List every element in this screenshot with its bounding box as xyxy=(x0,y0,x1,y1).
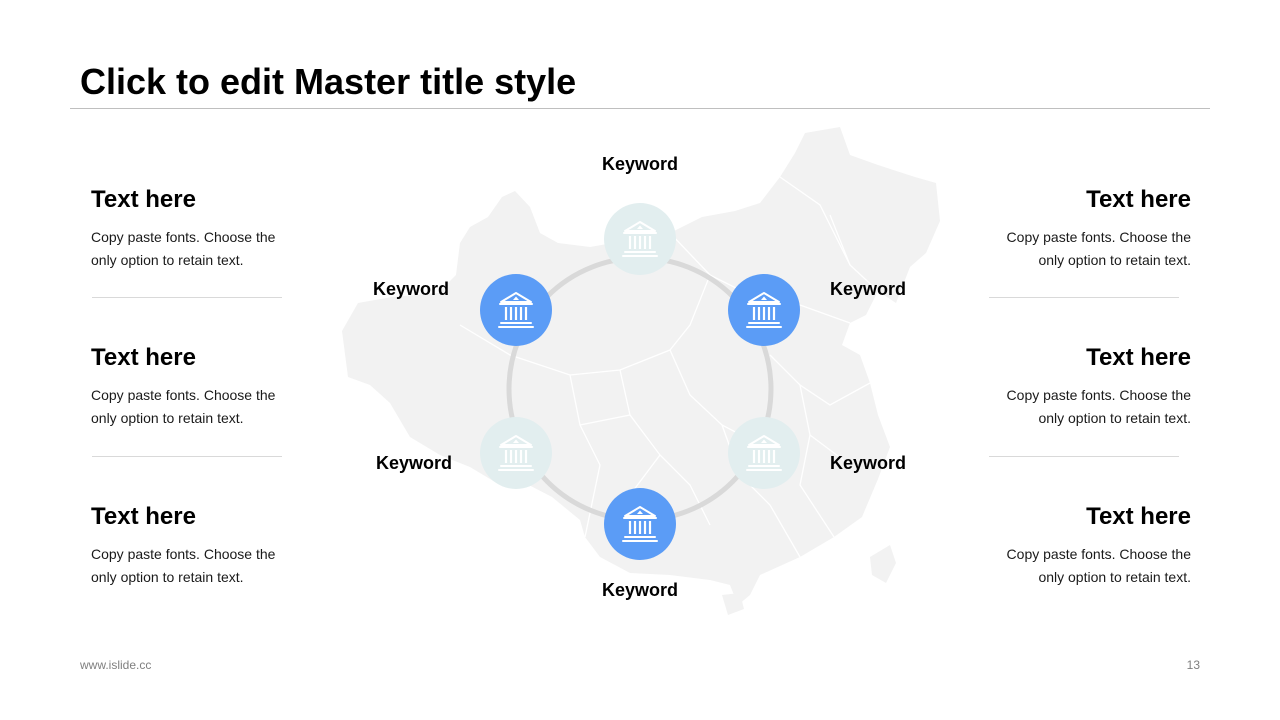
right-block-3-heading: Text here xyxy=(1086,503,1191,530)
left-text-block-2: Text here Copy paste fonts. Choose the o… xyxy=(91,343,291,430)
left-divider-1 xyxy=(92,297,282,298)
page-number: 13 xyxy=(1186,658,1200,672)
left-block-2-body: Copy paste fonts. Choose the only option… xyxy=(91,387,276,426)
keyword-label-lower-left: Keyword xyxy=(375,453,453,473)
node-upper-left[interactable] xyxy=(480,274,552,346)
left-block-1-body: Copy paste fonts. Choose the only option… xyxy=(91,229,276,268)
node-lower-left[interactable] xyxy=(480,417,552,489)
keyword-label-lower-right: Keyword xyxy=(829,453,907,473)
left-block-3-heading: Text here xyxy=(91,503,196,530)
footer-url: www.islide.cc xyxy=(80,658,152,672)
left-block-1-heading: Text here xyxy=(91,186,196,213)
right-text-block-3: Text here Copy paste fonts. Choose the o… xyxy=(991,502,1191,589)
slide-title: Click to edit Master title style xyxy=(80,61,577,102)
right-block-1-body: Copy paste fonts. Choose the only option… xyxy=(1006,229,1191,268)
right-block-1-heading: Text here xyxy=(1086,186,1191,213)
node-lower-right[interactable] xyxy=(728,417,800,489)
left-block-3-body: Copy paste fonts. Choose the only option… xyxy=(91,546,276,585)
right-text-block-1: Text here Copy paste fonts. Choose the o… xyxy=(991,185,1191,272)
keyword-cycle-diagram: Keyword Keyword Keyword Keyword Keyword … xyxy=(330,125,950,630)
right-divider-2 xyxy=(989,456,1179,457)
right-divider-1 xyxy=(989,297,1179,298)
left-text-block-1: Text here Copy paste fonts. Choose the o… xyxy=(91,185,291,272)
node-top[interactable] xyxy=(604,203,676,275)
left-block-2-heading: Text here xyxy=(91,344,196,371)
keyword-label-upper-right: Keyword xyxy=(829,279,907,299)
right-block-2-body: Copy paste fonts. Choose the only option… xyxy=(1006,387,1191,426)
node-bottom[interactable] xyxy=(604,488,676,560)
map-and-ring-graphic xyxy=(342,127,940,615)
keyword-label-upper-left: Keyword xyxy=(372,279,450,299)
right-text-block-2: Text here Copy paste fonts. Choose the o… xyxy=(991,343,1191,430)
title-underline xyxy=(70,108,1210,109)
node-upper-right[interactable] xyxy=(728,274,800,346)
right-block-2-heading: Text here xyxy=(1086,344,1191,371)
left-text-block-3: Text here Copy paste fonts. Choose the o… xyxy=(91,502,291,589)
left-divider-2 xyxy=(92,456,282,457)
keyword-label-top: Keyword xyxy=(601,154,679,174)
map-silhouette xyxy=(342,127,940,615)
right-block-3-body: Copy paste fonts. Choose the only option… xyxy=(1006,546,1191,585)
keyword-label-bottom: Keyword xyxy=(601,580,679,600)
